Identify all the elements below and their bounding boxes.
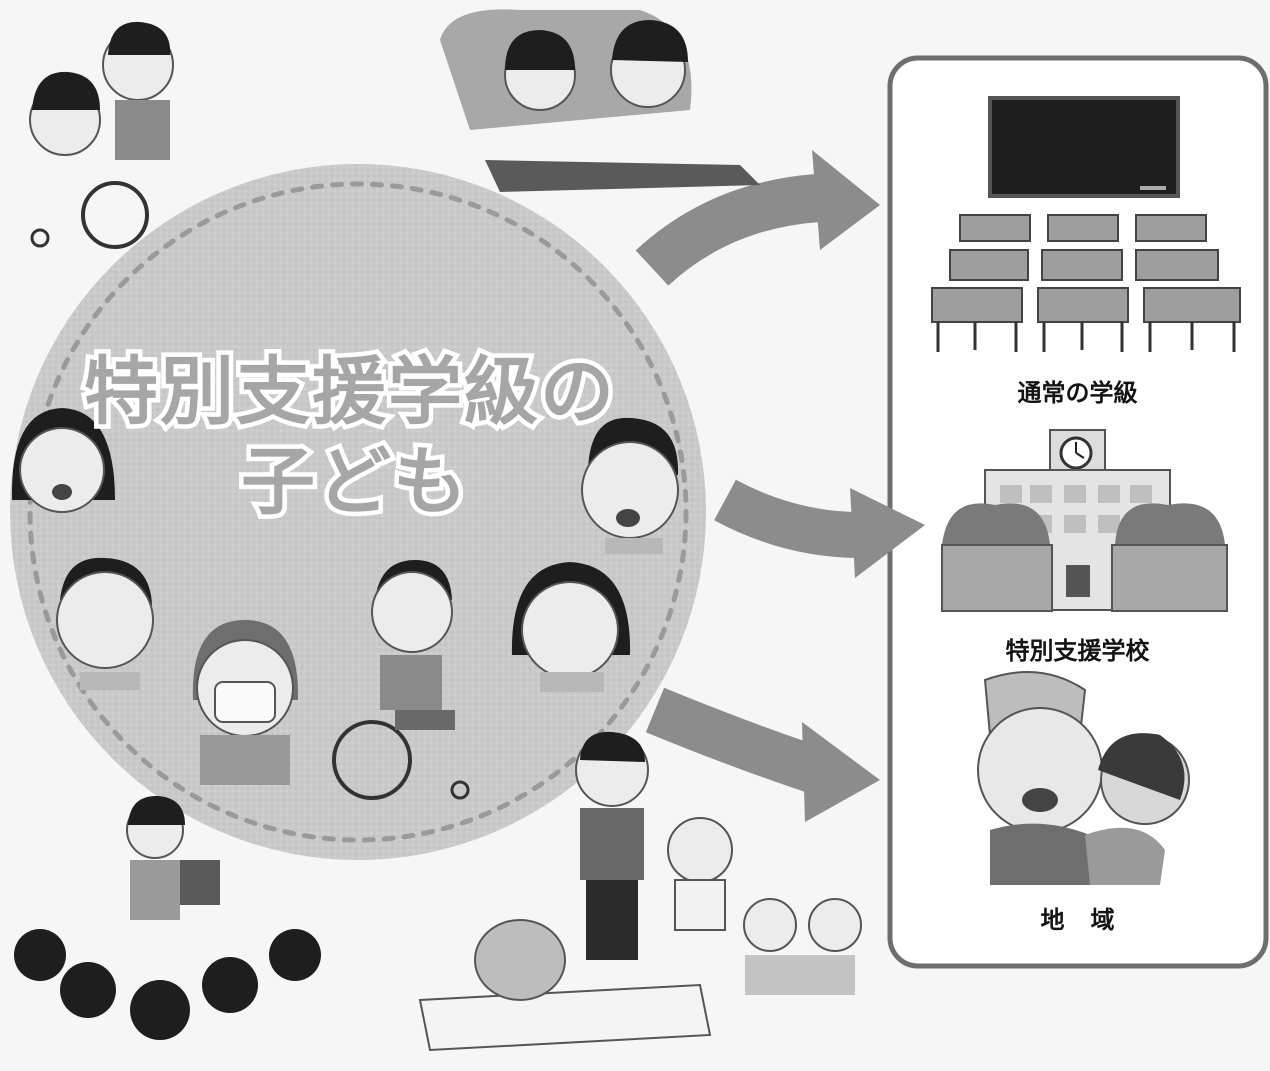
- destination-label-normal-class: 通常の学級: [1017, 379, 1138, 407]
- child-wheelchair-icon: [332, 560, 470, 800]
- arrow-to-normal-class: [635, 150, 880, 286]
- destination-label-special-school: 特別支援学校: [1005, 637, 1150, 665]
- students-desk-icon: [440, 9, 760, 192]
- wheelchair-pair-icon: [29, 21, 174, 249]
- classroom-icon: [931, 96, 1241, 352]
- arrow-to-community: [645, 687, 880, 822]
- child-face-boy-right-icon: [581, 417, 679, 554]
- children-circle: [10, 164, 706, 860]
- center-title-line1: 特別支援学級の: [80, 345, 619, 440]
- child-face-glasses-icon: [11, 408, 115, 513]
- gym-class-icon: [418, 731, 862, 1052]
- school-building-icon: [941, 429, 1228, 612]
- child-face-girl-icon: [511, 562, 631, 692]
- community-elders-icon: [977, 671, 1190, 885]
- child-face-boy-left-icon: [56, 557, 154, 690]
- storytime-group-icon: [14, 795, 321, 1040]
- destination-label-community: 地域: [1040, 906, 1141, 934]
- arrow-to-special-school: [714, 479, 925, 578]
- center-title-line2: 子ども: [237, 435, 472, 530]
- child-face-mask-icon: [192, 620, 299, 785]
